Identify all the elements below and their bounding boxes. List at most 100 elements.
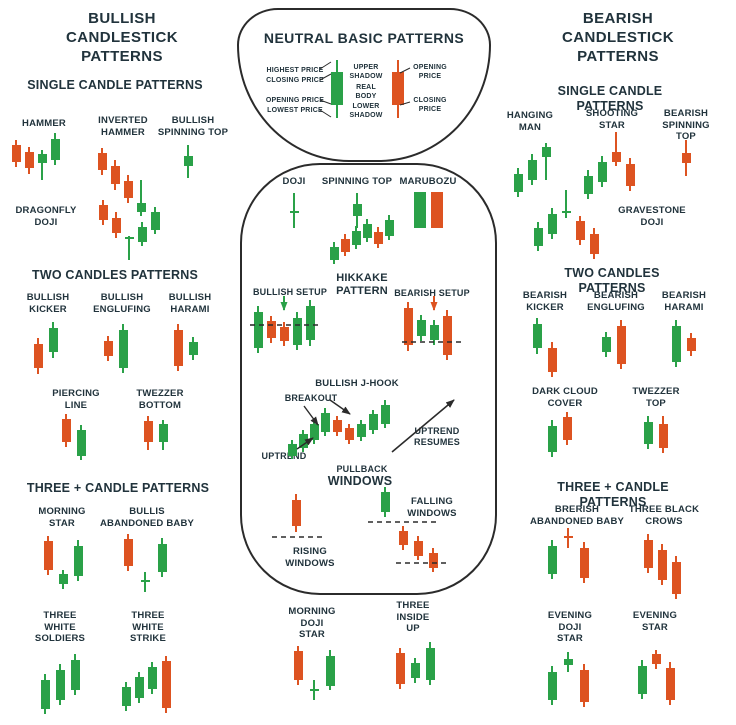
candle-body (70, 660, 80, 690)
label-two-candles-patterns: TWO CANDLES PATTERNS (564, 266, 660, 296)
candle-body (266, 321, 276, 338)
candle-body (150, 212, 160, 230)
label-morning-star: MORNING STAR (38, 506, 86, 529)
candle-body (253, 312, 263, 348)
candle-body (58, 574, 68, 584)
candle-body (429, 325, 439, 340)
candle-body (384, 220, 394, 236)
candle-body (50, 139, 60, 160)
candle-body (541, 147, 551, 157)
candle-body (279, 327, 289, 341)
candle-body (161, 661, 171, 708)
label-evening-star: EVENING STAR (632, 610, 678, 633)
candle-body (118, 330, 128, 368)
candle-body (134, 677, 144, 698)
label-three-candle-patterns: THREE + CANDLE PATTERNS (26, 481, 210, 495)
candle-body (547, 214, 557, 234)
label-closing-price: CLOSING PRICE (266, 77, 324, 84)
candle-body (380, 492, 390, 512)
candle-body (309, 424, 319, 440)
label-shooting-star: SHOOTING STAR (585, 108, 639, 131)
candle-body (373, 232, 383, 244)
label-two-candles-patterns: TWO CANDLES PATTERNS (31, 268, 199, 282)
candle-body (431, 192, 443, 228)
candle-body (305, 306, 315, 340)
candle-body (589, 234, 599, 254)
candle-body (298, 434, 308, 448)
label-single-candle-patterns: SINGLE CANDLE PATTERNS (557, 84, 663, 114)
label-three-white-soldiers: THREE WHITE SOLDIERS (34, 610, 86, 645)
candle-body (157, 544, 167, 572)
candle-body (579, 670, 589, 702)
candle-body (616, 326, 626, 364)
candle-body (43, 541, 53, 570)
label-uptrend-resumes: UPTREND RESUMES (414, 426, 460, 447)
candle-wick (128, 236, 130, 260)
label-opening-price: OPENING PRICE (413, 64, 447, 80)
candle-body (398, 531, 408, 545)
candle-body (416, 320, 426, 336)
label-breakout: BREAKOUT (284, 393, 338, 403)
candle-body (158, 424, 168, 442)
candle-body (414, 192, 426, 228)
candle-body (561, 211, 571, 213)
candle-body (547, 546, 557, 574)
candle-body (533, 228, 543, 246)
candle-body (11, 145, 21, 162)
candle-body (97, 153, 107, 170)
label-evening-doji-star: EVENING DOJI STAR (547, 610, 593, 645)
candle-body (563, 659, 573, 665)
label-pullback: PULLBACK (336, 464, 388, 474)
candle-body (143, 421, 153, 442)
label-bullish-englufing: BULLISH ENGLUFING (93, 292, 151, 315)
label-three-inside-up: THREE INSIDE UP (396, 600, 430, 635)
label-three-candle-patterns: THREE + CANDLE PATTERNS (557, 480, 669, 510)
candle-body (658, 424, 668, 448)
label-closing-price: CLOSING PRICE (413, 97, 447, 113)
candle-body (123, 181, 133, 198)
label-three-black-crows: THREE BLACK CROWS (628, 504, 700, 527)
candle-body (24, 152, 34, 168)
candle-body (403, 308, 413, 345)
candle-wick (545, 143, 547, 180)
candle-body (289, 211, 299, 213)
label-dark-cloud-cover: DARK CLOUD COVER (532, 386, 598, 409)
candle-body (329, 247, 339, 260)
candle-body (579, 548, 589, 578)
candle-body (651, 654, 661, 664)
candle-body (395, 653, 405, 684)
candle-body (103, 341, 113, 356)
label-three-white-strike: THREE WHITE STRIKE (129, 610, 167, 645)
label-piercing-line: PIERCING LINE (52, 388, 100, 411)
label-bearish-setup: BEARISH SETUP (394, 288, 470, 298)
candle-body (33, 344, 43, 368)
label-dragonfly-doji: DRAGONFLY DOJI (15, 205, 77, 228)
candle-body (55, 670, 65, 700)
candle-body (413, 541, 423, 556)
label-bearish-kicker: BEARISH KICKER (522, 290, 568, 313)
candle-body (40, 680, 50, 709)
label-bullish-harami: BULLISH HARAMI (168, 292, 212, 315)
candle-body (37, 154, 47, 163)
label-gravestone-doji: GRAVESTONE DOJI (618, 205, 686, 228)
label-single-candle-patterns: SINGLE CANDLE PATTERNS (27, 78, 203, 92)
candle-body (351, 231, 361, 245)
candle-body (111, 218, 121, 233)
candle-wick (144, 572, 146, 592)
label-rising-windows: RISING WINDOWS (285, 546, 335, 569)
candle-body (356, 424, 366, 437)
label-bearish-spinning-top: BEARISH SPINNING TOP (662, 108, 710, 143)
candle-body (686, 338, 696, 351)
label-bullish-spinning-top: BULLISH SPINNING TOP (157, 115, 229, 138)
candle-body (73, 546, 83, 576)
candle-body (140, 580, 150, 582)
label-spinning-top: SPINNING TOP (321, 176, 393, 187)
candle-body (110, 166, 120, 184)
candle-wick (293, 193, 295, 228)
label-lowest-price: LOWEST PRICE (267, 107, 323, 114)
label-brerish-abandoned-baby: BRERISH ABANDONED BABY (529, 504, 625, 527)
label-uptrend: UPTREND (261, 451, 307, 461)
candle-body (61, 419, 71, 442)
candle-body (410, 663, 420, 678)
candle-body (340, 239, 350, 252)
